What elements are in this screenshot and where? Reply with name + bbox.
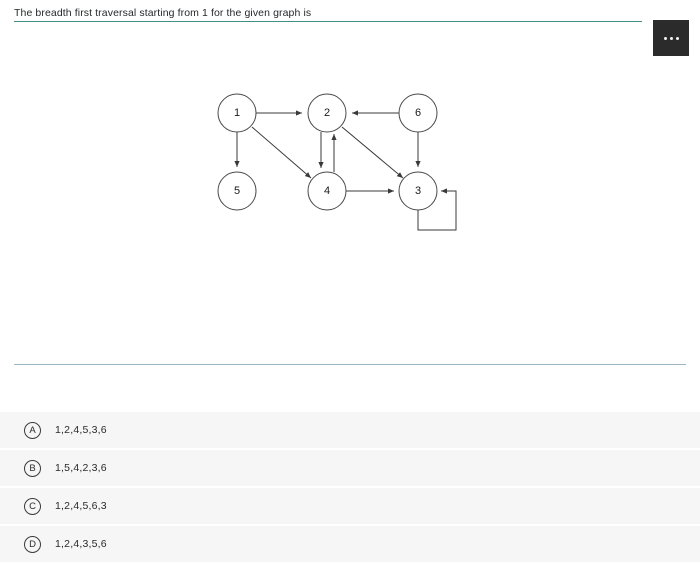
node-1-label: 1 [234,107,240,119]
header-divider [14,21,642,22]
graph-node-2: 2 [307,93,347,133]
node-2-label: 2 [324,107,330,119]
graph-node-4: 4 [307,171,347,211]
option-row-b[interactable]: B 1,5,4,2,3,6 [0,450,700,486]
node-3-label: 3 [415,185,421,197]
graph-diagram: 1 2 6 5 4 [200,78,480,253]
more-options-button[interactable] [653,20,689,56]
edge-3-self-loop [417,188,457,231]
option-marker-b: B [24,459,41,477]
option-marker-c: C [24,497,41,515]
question-text: The breadth first traversal starting fro… [14,7,312,19]
option-text-c: 1,2,4,5,6,3 [55,500,107,512]
section-divider [14,364,686,365]
graph-node-6: 6 [398,93,438,133]
node-4-label: 4 [324,185,330,197]
node-6-label: 6 [415,107,421,119]
graph-node-1: 1 [217,93,257,133]
ellipsis-icon [663,36,679,40]
graph-nodes: 1 2 6 5 4 [217,93,438,211]
node-5-label: 5 [234,185,240,197]
option-text-b: 1,5,4,2,3,6 [55,462,107,474]
graph-node-5: 5 [217,171,257,211]
answer-options-list: A 1,2,4,5,3,6 B 1,5,4,2,3,6 C 1,2,4,5,6,… [0,412,700,564]
option-marker-a: A [24,421,41,439]
edge-2-to-3 [341,126,404,179]
option-row-d[interactable]: D 1,2,4,3,5,6 [0,526,700,562]
option-row-c[interactable]: C 1,2,4,5,6,3 [0,488,700,524]
option-marker-d: D [24,535,41,553]
graph-node-3: 3 [398,171,438,211]
edge-1-to-4 [251,126,312,179]
option-text-d: 1,2,4,3,5,6 [55,538,107,550]
graph-edges [234,110,457,231]
option-text-a: 1,2,4,5,3,6 [55,424,107,436]
option-row-a[interactable]: A 1,2,4,5,3,6 [0,412,700,448]
